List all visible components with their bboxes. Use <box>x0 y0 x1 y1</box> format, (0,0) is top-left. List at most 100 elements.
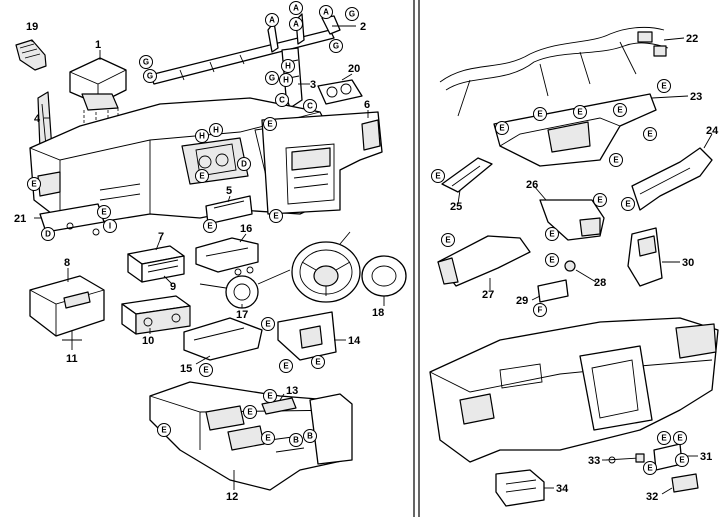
tag-c: C <box>275 93 289 107</box>
tag-e: E <box>573 105 587 119</box>
part-label-17: 17 <box>236 309 248 321</box>
svg-text:E: E <box>283 362 289 371</box>
part-label-11: 11 <box>66 353 78 365</box>
part-12-floor-console <box>149 381 353 491</box>
part-label-1: 1 <box>95 39 101 51</box>
tag-e: E <box>279 359 293 373</box>
part-label-10: 10 <box>142 335 154 347</box>
svg-text:E: E <box>267 120 273 129</box>
svg-text:H: H <box>213 126 219 135</box>
tag-e: E <box>673 431 687 445</box>
part-label-22: 22 <box>686 33 698 45</box>
svg-text:G: G <box>349 10 355 19</box>
svg-text:E: E <box>577 108 583 117</box>
tag-h: H <box>209 123 223 137</box>
part-2-support-beam <box>149 13 341 85</box>
svg-text:E: E <box>499 124 505 133</box>
part-label-27: 27 <box>482 289 494 301</box>
tag-e: E <box>609 153 623 167</box>
part-label-30: 30 <box>682 257 694 269</box>
part-33-wire-connector <box>605 453 645 464</box>
tag-e: E <box>675 453 689 467</box>
tag-f: F <box>533 303 547 317</box>
part-label-26: 26 <box>526 179 538 191</box>
part-5-trim <box>205 195 253 225</box>
part-15-lower-cover <box>183 317 263 361</box>
svg-text:E: E <box>247 408 253 417</box>
part-30-vent-duct <box>627 227 663 287</box>
svg-text:E: E <box>677 434 683 443</box>
tag-b: B <box>303 429 317 443</box>
part-22-wiring-harness <box>439 26 669 117</box>
tag-g: G <box>143 69 157 83</box>
tag-a: A <box>289 1 303 15</box>
svg-text:H: H <box>283 76 289 85</box>
svg-text:D: D <box>241 160 247 169</box>
tag-e: E <box>657 79 671 93</box>
tag-e: E <box>243 405 257 419</box>
svg-text:E: E <box>537 110 543 119</box>
part-label-31: 31 <box>700 451 712 463</box>
tag-a: A <box>289 17 303 31</box>
svg-text:H: H <box>199 132 205 141</box>
part-label-21: 21 <box>14 213 26 225</box>
part-label-7: 7 <box>158 231 164 243</box>
svg-text:E: E <box>661 82 667 91</box>
fastener-tags: A A A G A G G G G H H C C E H H D E E E … <box>27 1 689 475</box>
part-label-28: 28 <box>594 277 606 289</box>
svg-text:E: E <box>549 256 555 265</box>
tag-b: B <box>289 433 303 447</box>
tag-e: E <box>657 431 671 445</box>
svg-text:E: E <box>265 320 271 329</box>
part-label-2: 2 <box>360 21 366 33</box>
svg-text:E: E <box>597 196 603 205</box>
svg-text:A: A <box>293 4 299 13</box>
svg-text:E: E <box>315 358 321 367</box>
main-dashboard-right <box>429 317 719 463</box>
tag-h: H <box>281 59 295 73</box>
tag-g: G <box>345 7 359 21</box>
svg-text:C: C <box>307 102 313 111</box>
svg-text:E: E <box>203 366 209 375</box>
svg-text:A: A <box>293 20 299 29</box>
svg-text:E: E <box>549 230 555 239</box>
tag-e: E <box>269 209 283 223</box>
part-16-column-cover <box>195 237 259 273</box>
part-label-20: 20 <box>348 63 360 75</box>
tag-e: E <box>643 461 657 475</box>
svg-text:E: E <box>435 172 441 181</box>
part-label-8: 8 <box>64 257 70 269</box>
tag-e: E <box>199 363 213 377</box>
part-label-14: 14 <box>348 335 361 347</box>
part-label-25: 25 <box>450 201 462 213</box>
svg-text:E: E <box>617 106 623 115</box>
part-17-combination-switch <box>199 266 291 309</box>
tag-e: E <box>613 103 627 117</box>
svg-text:G: G <box>333 42 339 51</box>
svg-text:G: G <box>147 72 153 81</box>
tag-e: E <box>261 431 275 445</box>
svg-text:B: B <box>307 432 313 441</box>
svg-text:A: A <box>269 16 275 25</box>
part-10-climate-control <box>121 295 191 335</box>
part-32-small-switch <box>671 473 699 493</box>
tag-d: D <box>41 227 55 241</box>
svg-text:G: G <box>269 74 275 83</box>
tag-e: E <box>593 193 607 207</box>
svg-text:E: E <box>161 426 167 435</box>
part-23-duct <box>493 93 657 167</box>
svg-text:G: G <box>143 58 149 67</box>
svg-text:E: E <box>31 180 37 189</box>
part-20-instrument-cluster <box>317 79 363 105</box>
part-label-23: 23 <box>690 91 702 103</box>
part-label-4: 4 <box>34 113 41 125</box>
tag-h: H <box>195 129 209 143</box>
svg-text:B: B <box>293 436 299 445</box>
part-24-right-duct <box>631 147 713 211</box>
panel-divider <box>413 0 420 517</box>
part-label-9: 9 <box>170 281 176 293</box>
tag-e: E <box>621 197 635 211</box>
tag-e: E <box>203 219 217 233</box>
tag-h: H <box>279 73 293 87</box>
